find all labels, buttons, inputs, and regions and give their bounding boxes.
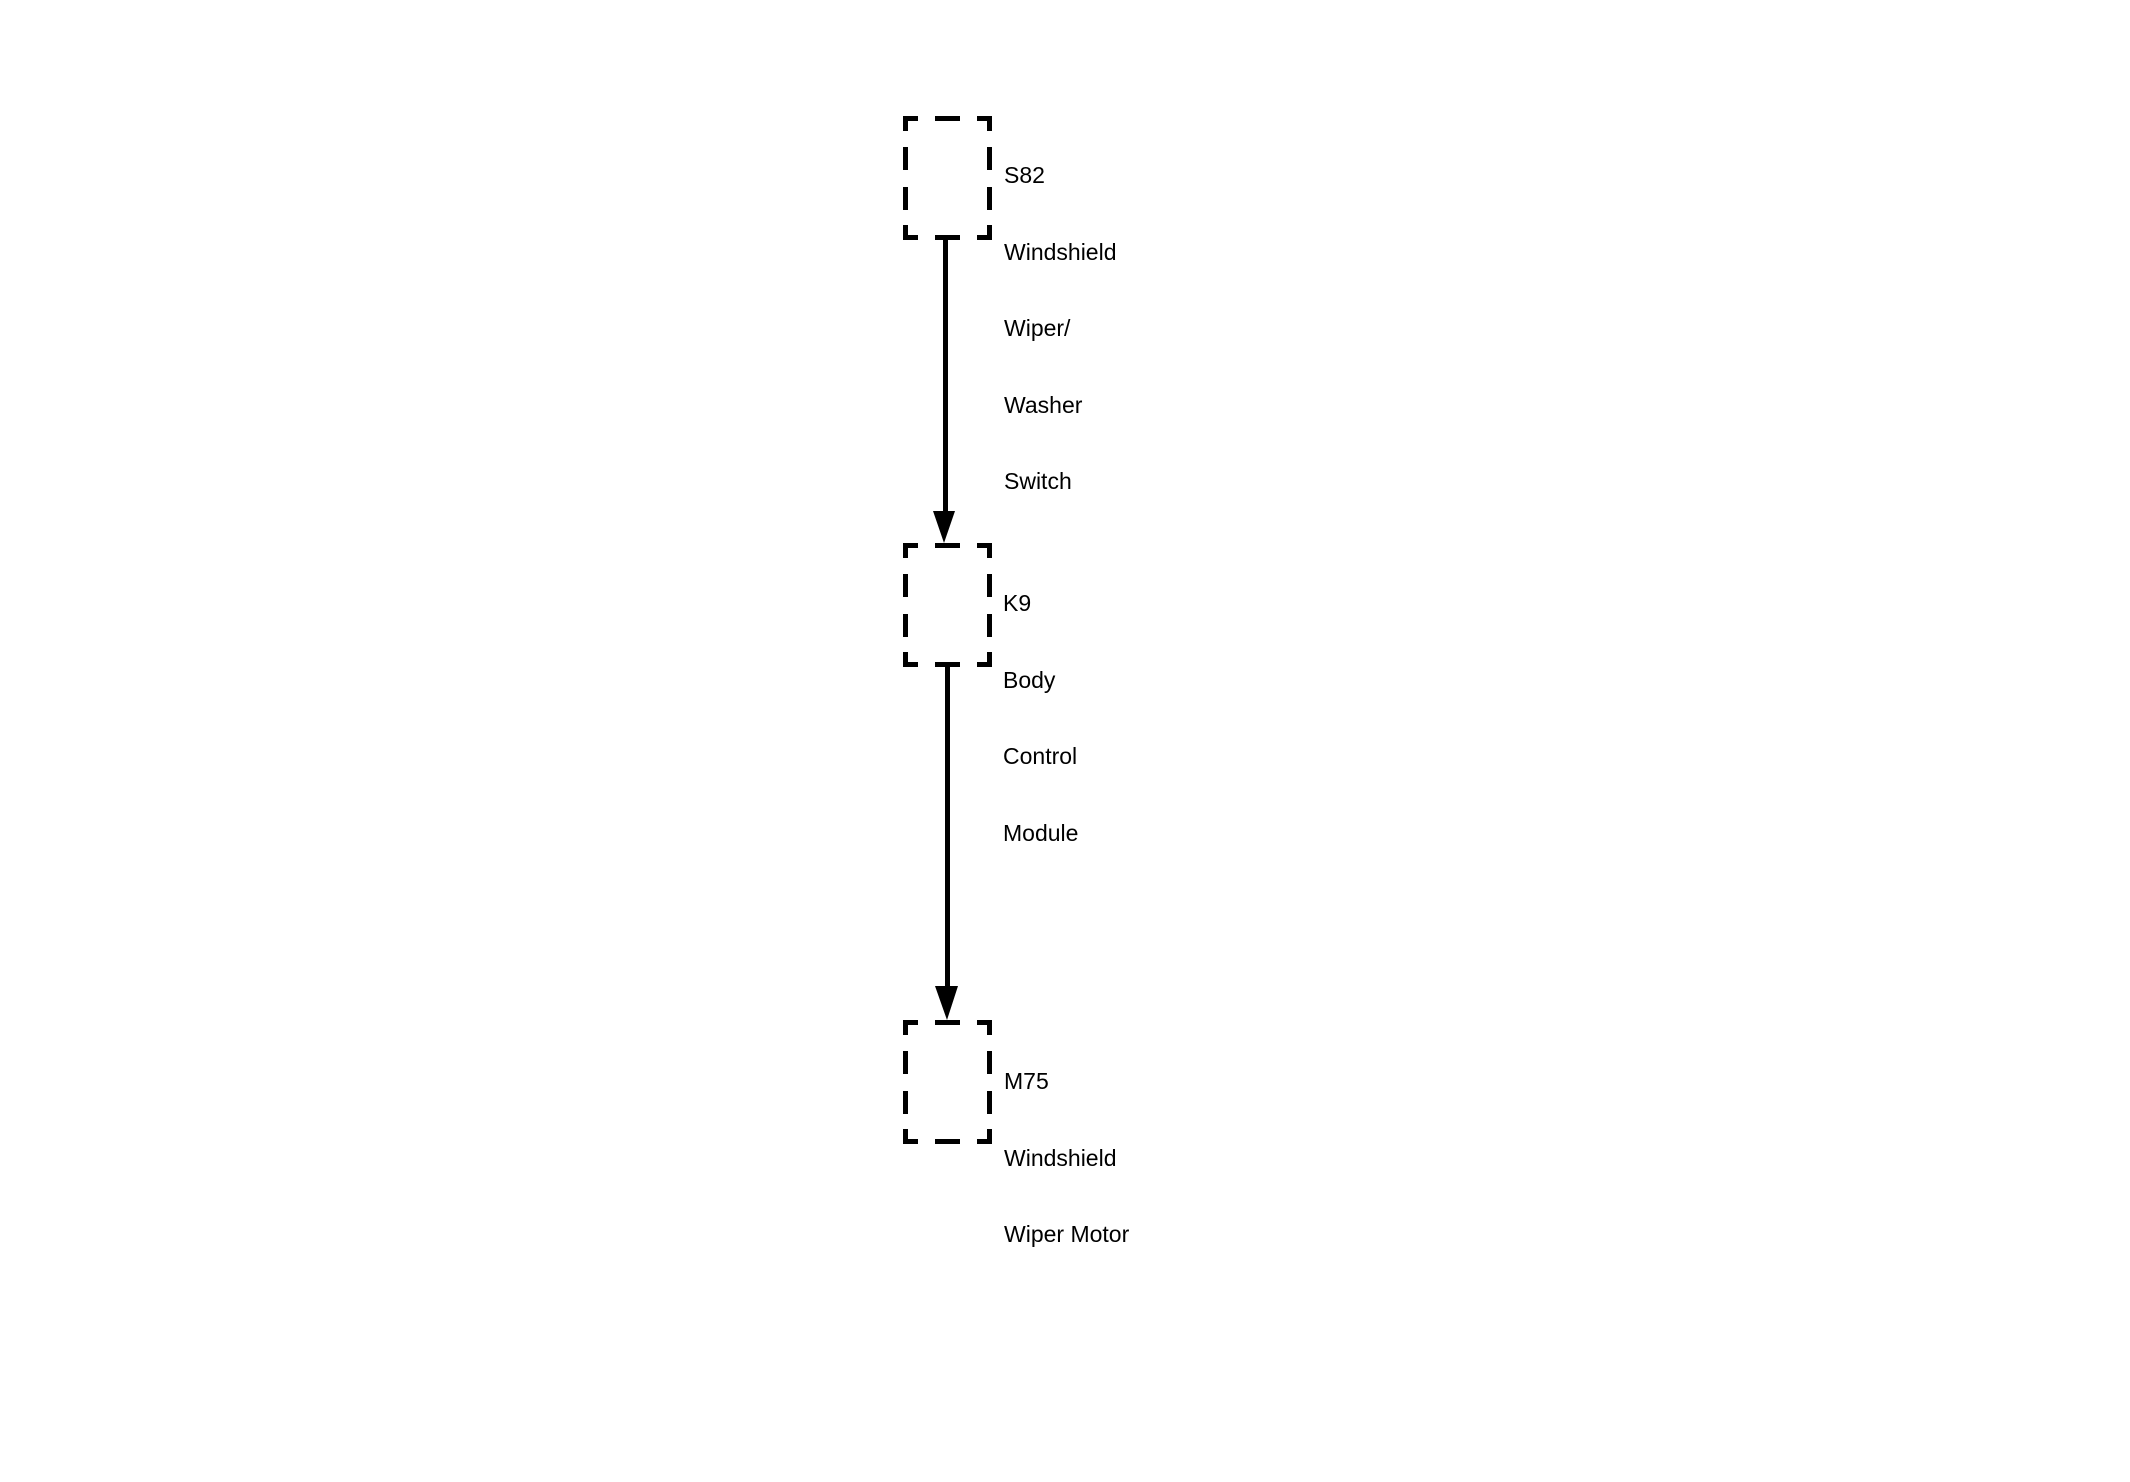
component-label-m75: M75 Windshield Wiper Motor <box>1004 1018 1129 1273</box>
component-name-line: Washer <box>1004 391 1083 418</box>
component-id: M75 <box>1004 1068 1049 1094</box>
component-name-line: Body <box>1003 666 1056 693</box>
component-box-s82 <box>903 116 992 240</box>
component-name-line: Windshield <box>1004 238 1117 265</box>
component-name-line: Wiper Motor <box>1004 1221 1130 1247</box>
component-name-line: Control <box>1003 743 1078 769</box>
connection-arrow-s82-k9 <box>933 240 955 543</box>
component-name-line: Windshield <box>1004 1144 1117 1171</box>
component-label-k9: K9 Body Control Module <box>1003 540 1078 872</box>
component-box-m75 <box>903 1020 992 1144</box>
component-name-line: Switch <box>1004 468 1072 494</box>
connection-arrow-k9-m75 <box>935 667 958 1020</box>
component-name-line: Module <box>1003 819 1079 846</box>
component-box-k9 <box>903 543 992 667</box>
component-id: S82 <box>1004 162 1045 188</box>
component-label-s82: S82 Windshield Wiper/ Washer Switch <box>1004 112 1117 520</box>
component-id: K9 <box>1003 590 1032 616</box>
component-name-line: Wiper/ <box>1004 315 1071 341</box>
